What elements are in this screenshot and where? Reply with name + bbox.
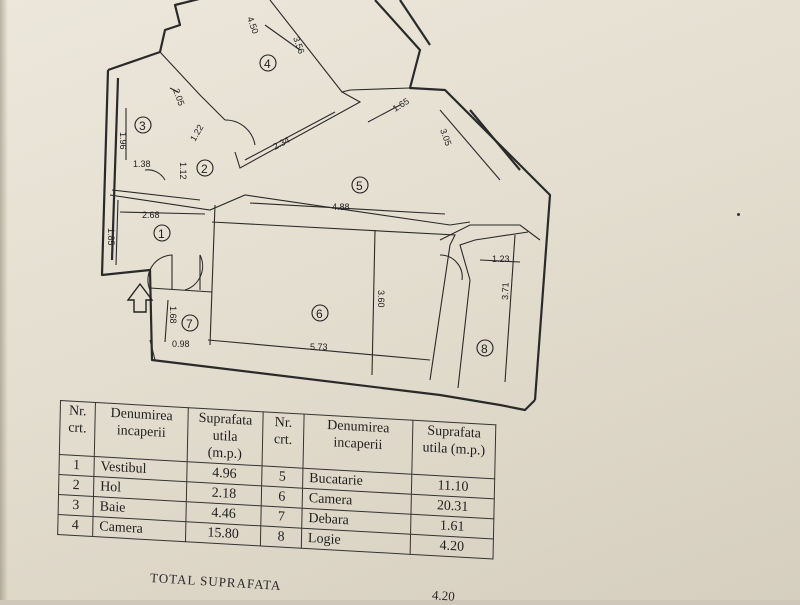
plan-walls [100, 0, 552, 412]
dimension-labels: 4.50 3.56 2.05 1.96 1.22 1.38 1.12 1.65 … [106, 15, 511, 352]
dim-label: 3.60 [376, 290, 386, 308]
room-marker-2 [196, 159, 214, 177]
dim-label: 2.68 [142, 210, 160, 220]
dim-label: 4.50 [245, 15, 260, 35]
room-number-7: 7 [186, 317, 193, 331]
cell-nr: 7 [260, 505, 303, 529]
room-marker-1 [153, 224, 171, 242]
cell-area: 4.20 [410, 534, 494, 559]
room-marker-4 [259, 54, 277, 72]
room-numbers: 1 2 3 4 5 6 7 8 [134, 54, 494, 357]
cell-nr: 6 [261, 485, 303, 509]
room-number-8: 8 [481, 342, 488, 356]
dim-label: 1.96 [118, 132, 128, 150]
paper-edge-shadow [0, 0, 8, 600]
dim-label: 1.68 [168, 306, 178, 324]
header-nr: Nr. crt. [59, 400, 96, 457]
header-name-2: Denumirea incaperii [302, 414, 413, 475]
header-area-2: Suprafata utila (m.p.) [411, 420, 496, 479]
dim-label: 1.23 [492, 254, 510, 264]
cell-nr: 4 [57, 514, 94, 537]
total-area-value: 4.20 [431, 587, 456, 604]
header-name: Denumirea incaperii [94, 402, 189, 462]
room-marker-8 [476, 339, 494, 357]
dim-label: 0.98 [172, 339, 190, 349]
cell-nr: 1 [58, 454, 95, 477]
header-nr-2: Nr. crt. [262, 411, 305, 469]
cell-nr: 8 [260, 525, 302, 549]
entrance-arrow-icon [126, 282, 154, 313]
room-number-5: 5 [356, 179, 363, 193]
dim-label: 1.12 [178, 162, 188, 180]
cell-nr: 2 [58, 474, 94, 497]
cell-nr: 5 [261, 465, 303, 489]
dim-label: 2.05 [171, 87, 186, 107]
dim-label: 5.73 [310, 342, 328, 352]
room-number-1: 1 [158, 227, 165, 241]
room-area-table: Nr. crt. Denumirea incaperii Suprafata u… [57, 400, 496, 559]
cell-area: 15.80 [185, 521, 261, 546]
room-number-3: 3 [139, 119, 146, 133]
room-marker-5 [351, 176, 369, 194]
header-area: Suprafata utila (m.p.) [187, 407, 264, 466]
dim-label: 1.65 [391, 96, 411, 114]
cell-nr: 3 [58, 494, 94, 517]
dim-label: 1.38 [133, 159, 151, 169]
room-number-4: 4 [264, 57, 271, 71]
room-marker-7 [181, 314, 199, 332]
dim-label: 3.05 [438, 127, 453, 147]
dim-label: 3.71 [500, 282, 511, 300]
room-number-2: 2 [201, 162, 208, 176]
room-marker-3 [134, 116, 152, 134]
room-number-6: 6 [316, 307, 323, 321]
paper-speck [737, 213, 740, 216]
dim-label: 1.85 [106, 228, 116, 246]
dimension-lines [115, 24, 521, 383]
room-marker-6 [311, 304, 329, 322]
dim-label: 1.22 [188, 123, 205, 143]
dim-label: 4.88 [332, 202, 350, 212]
